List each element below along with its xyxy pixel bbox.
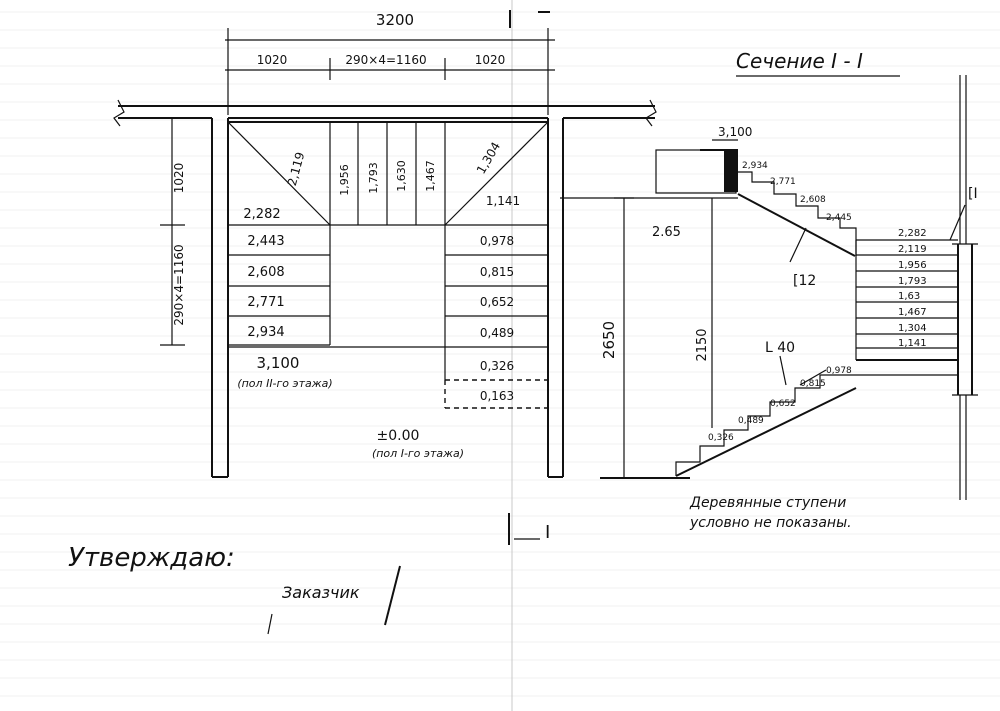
right-step-5: 0,326	[480, 359, 514, 373]
right-step-2: 0,815	[480, 265, 514, 279]
upper-floor-note: (пол II-го этажа)	[237, 377, 332, 390]
upper-right-level: 1,141	[486, 194, 520, 208]
lower-step-5: 0,326	[708, 433, 734, 443]
lower-step-1: 0,978	[826, 366, 852, 376]
right-step-6: 0,163	[480, 389, 514, 403]
left-step-2: 2,608	[247, 265, 284, 280]
section-top-step-3: 2,608	[800, 195, 826, 205]
left-flight: 2,443 2,608 2,771 2,934	[228, 225, 331, 346]
side-step-labels: 2,282 2,119 1,956 1,793 1,63 1,467 1,304…	[898, 228, 927, 349]
lower-step-2: 0,815	[800, 379, 826, 389]
winder-fan-labels: 1,956 1,793 1,630 1,467	[338, 160, 437, 196]
dim-middle-width: 290×4=1160	[345, 53, 426, 67]
side-step-6: 1,467	[898, 307, 927, 318]
dim-2650: 2650	[600, 321, 618, 359]
right-flight: 0,978 0,815 0,652 0,489 0,326 0,163	[228, 225, 548, 409]
side-step-1: 2,282	[898, 228, 927, 239]
section-view: Сечение I - I 3,100 2,934 2,771 2,608 2,…	[560, 49, 978, 531]
section-note-line-2: условно не показаны.	[689, 515, 852, 531]
section-top-step-4: 2,445	[826, 213, 852, 223]
dim-265: 2.65	[652, 225, 681, 240]
approval-block: Утверждаю: Заказчик	[68, 543, 401, 635]
lower-step-4: 0,489	[738, 416, 764, 426]
winder-fan-1: 1,956	[338, 164, 351, 196]
upper-left-level: 2,282	[243, 207, 280, 222]
left-step-1: 2,443	[247, 234, 284, 249]
section-top-step-2: 2,771	[770, 177, 796, 187]
dim-2150: 2150	[695, 328, 710, 361]
winder-fan-3: 1,630	[395, 160, 408, 192]
dim-vertical-flight: 290×4=1160	[172, 244, 186, 325]
cut-marker-label: I	[545, 522, 550, 543]
signature-mark	[384, 565, 401, 626]
section-top-level: 3,100	[718, 125, 752, 139]
dim-overall-width: 3200	[376, 11, 414, 29]
approval-title: Утверждаю:	[68, 543, 235, 573]
side-step-4: 1,793	[898, 276, 927, 287]
dim-left-width: 1020	[257, 53, 288, 67]
plan-view: 3200 1020 290×4=1160 1020 1020 290×4=116…	[113, 10, 657, 545]
side-step-8: 1,141	[898, 338, 927, 349]
right-step-1: 0,978	[480, 234, 514, 248]
paper-grid	[0, 11, 1000, 697]
side-step-7: 1,304	[898, 323, 927, 334]
left-step-4: 2,934	[247, 325, 284, 340]
side-step-lines	[856, 239, 958, 349]
ground-level: ±0.00	[377, 428, 420, 444]
side-step-2: 2,119	[898, 244, 927, 255]
lower-step-3: 0,652	[770, 399, 796, 409]
ground-note: (пол I-го этажа)	[372, 447, 464, 460]
angle-label: L 40	[765, 340, 795, 356]
winder-fan-4: 1,467	[424, 160, 437, 192]
side-step-3: 1,956	[898, 260, 927, 271]
signature-mark-small	[267, 613, 273, 635]
left-step-3: 2,771	[247, 295, 284, 310]
side-step-5: 1,63	[898, 291, 920, 302]
upper-floor-level: 3,100	[257, 354, 300, 372]
side-channel-label: [I	[968, 186, 978, 202]
section-title: Сечение I - I	[736, 49, 863, 73]
right-step-4: 0,489	[480, 326, 514, 340]
dim-vertical-top: 1020	[172, 163, 186, 194]
right-step-3: 0,652	[480, 295, 514, 309]
section-top-step-1: 2,934	[742, 161, 768, 171]
winder-fan-2: 1,793	[367, 162, 380, 194]
section-note-line-1: Деревянные ступени	[689, 495, 846, 511]
beam-label: [12	[793, 273, 816, 289]
customer-label: Заказчик	[282, 583, 360, 602]
dim-right-width: 1020	[475, 53, 506, 67]
